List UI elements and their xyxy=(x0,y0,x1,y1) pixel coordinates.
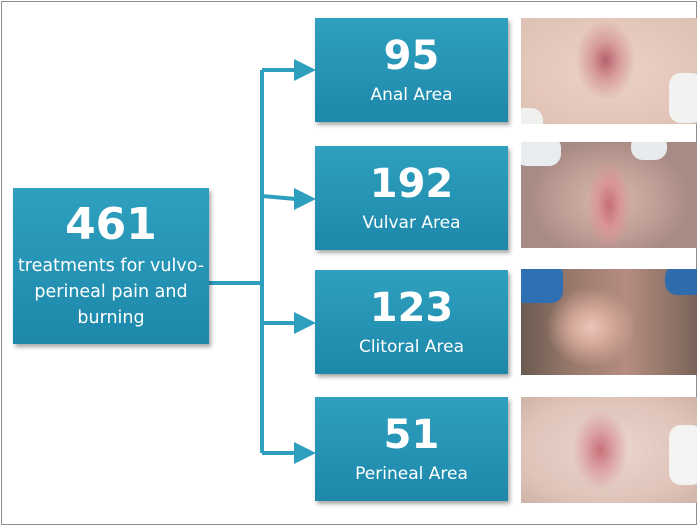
glove-shape xyxy=(521,269,563,303)
clitoral-area-box: 123 Clitoral Area xyxy=(315,270,508,374)
glove-shape xyxy=(669,73,697,123)
glove-shape xyxy=(669,425,697,485)
anal-area-box: 95 Anal Area xyxy=(315,18,508,122)
total-treatments-label: treatments for vulvo-perineal pain and b… xyxy=(13,253,209,331)
anal-area-photo xyxy=(521,18,697,124)
vulvar-area-label: Vulvar Area xyxy=(315,213,508,233)
arrowhead-3 xyxy=(294,442,316,464)
glove-shape xyxy=(631,142,667,160)
arrowhead-0 xyxy=(294,59,316,81)
total-treatments-box: 461 treatments for vulvo-perineal pain a… xyxy=(13,188,209,344)
clitoral-area-label: Clitoral Area xyxy=(315,337,508,357)
vulvar-area-count: 192 xyxy=(315,164,508,204)
anal-area-count: 95 xyxy=(315,36,508,76)
arrowhead-2 xyxy=(294,312,316,334)
clitoral-area-count: 123 xyxy=(315,288,508,328)
connector-branch-1 xyxy=(262,196,296,199)
clitoral-area-photo xyxy=(521,269,697,375)
perineal-area-count: 51 xyxy=(315,415,508,455)
vulvar-area-box: 192 Vulvar Area xyxy=(315,146,508,250)
glove-shape xyxy=(521,108,543,124)
glove-shape xyxy=(665,269,697,295)
perineal-area-box: 51 Perineal Area xyxy=(315,397,508,501)
anal-area-label: Anal Area xyxy=(315,85,508,105)
perineal-area-label: Perineal Area xyxy=(315,464,508,484)
total-treatments-count: 461 xyxy=(13,203,209,247)
arrowhead-1 xyxy=(294,188,316,210)
perineal-area-photo xyxy=(521,397,697,503)
vulvar-area-photo xyxy=(521,142,697,248)
glove-shape xyxy=(521,142,561,166)
